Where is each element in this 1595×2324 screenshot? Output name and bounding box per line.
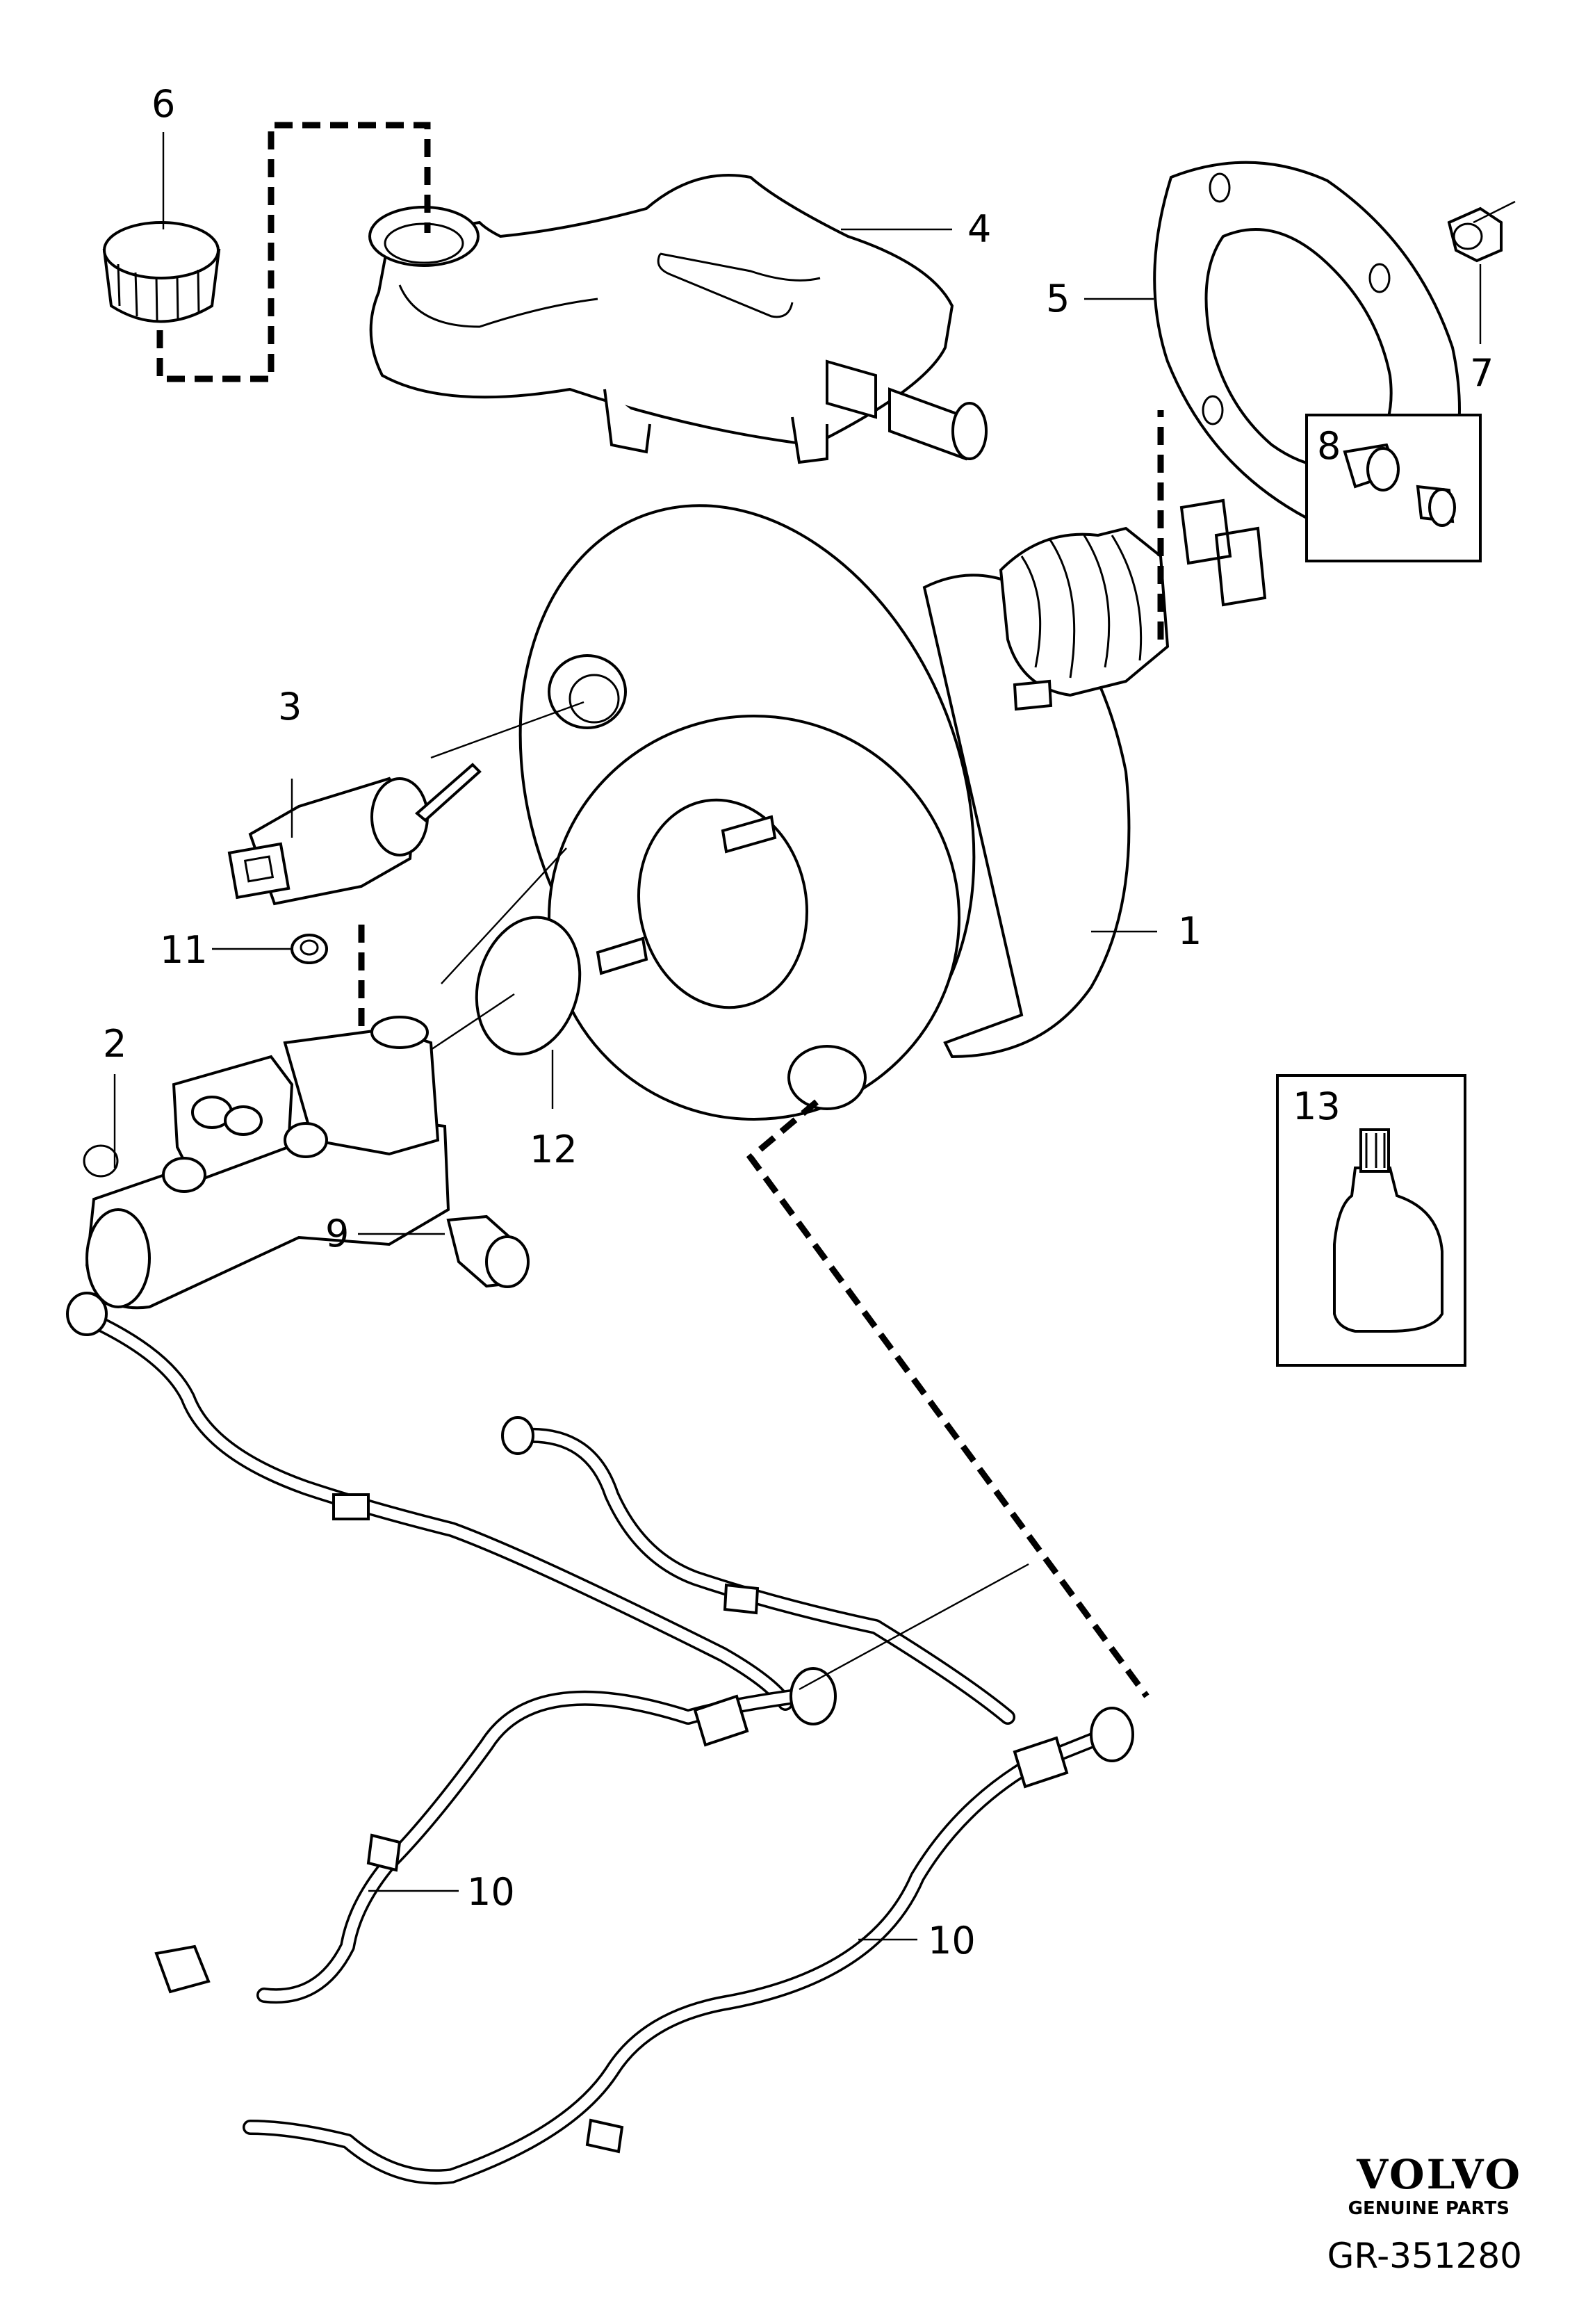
callout-6: 6 (152, 82, 175, 126)
o-ring (475, 916, 582, 1056)
callouts: 1 2 3 4 5 6 7 8 9 10 10 11 12 13 (103, 82, 1494, 1963)
kit-box-8 (1305, 414, 1482, 562)
brand-tagline: GENUINE PARTS (1348, 2198, 1510, 2219)
leader-lines (113, 132, 1516, 1941)
callout-8: 8 (1317, 424, 1341, 468)
callout-9: 9 (325, 1212, 349, 1256)
master-cylinder (83, 1016, 450, 1310)
callout-4: 4 (967, 207, 991, 251)
flange-nut (1447, 206, 1503, 263)
kit-box-13 (1276, 1074, 1466, 1367)
reservoir-cap (102, 221, 221, 323)
callout-1: 1 (1178, 909, 1202, 953)
callout-3: 3 (278, 685, 302, 729)
volvo-logo: VOLVO GENUINE PARTS (1348, 2151, 1522, 2219)
callout-10-upper: 10 (467, 1870, 515, 1914)
callout-11: 11 (160, 928, 208, 972)
plug (446, 1214, 530, 1288)
assembly-link-hoses (746, 1099, 1150, 1698)
diagram-code: GR-351280 (1327, 2236, 1522, 2276)
pressure-sensor (227, 763, 482, 906)
callout-13: 13 (1293, 1084, 1341, 1128)
vacuum-hoses (66, 1292, 1134, 2185)
callout-5: 5 (1046, 277, 1070, 320)
callout-7: 7 (1470, 351, 1494, 395)
fluid-reservoir (368, 174, 988, 464)
brand-name: VOLVO (1356, 2151, 1522, 2198)
callout-10-lower: 10 (928, 1919, 976, 1963)
brake-booster (518, 498, 1267, 1121)
assembly-link-cap (156, 122, 431, 382)
small-nut (291, 934, 328, 964)
callout-2: 2 (103, 1022, 126, 1066)
callout-12: 12 (530, 1128, 578, 1171)
